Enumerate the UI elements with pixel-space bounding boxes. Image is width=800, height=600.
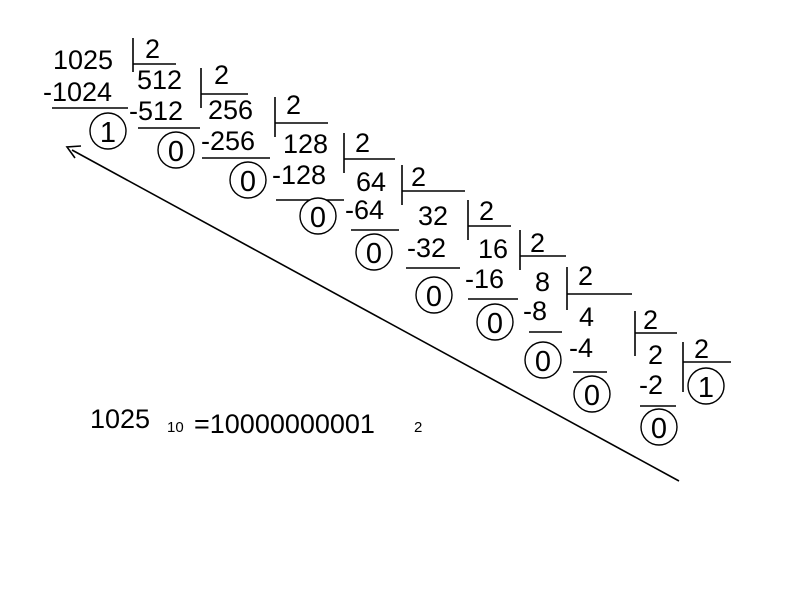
remainder-4: 0 bbox=[310, 202, 326, 234]
remainder-circle-3: 0 bbox=[229, 161, 267, 199]
subtrahend-64: -64 bbox=[345, 195, 384, 225]
subtrahend-128: -128 bbox=[272, 160, 326, 190]
subtrahend-4: -4 bbox=[569, 333, 593, 363]
division-step-1: 1025 2 -1024 1 bbox=[43, 34, 176, 150]
subtrahend-512: -512 bbox=[129, 96, 183, 126]
subtrahend-8: -8 bbox=[523, 296, 547, 326]
result-decimal: 1025 bbox=[90, 404, 150, 434]
quotient-8: 8 bbox=[535, 267, 550, 297]
subtrahend-1024: -1024 bbox=[43, 77, 112, 107]
quotient-64: 64 bbox=[356, 167, 386, 197]
remainder-10: 0 bbox=[651, 413, 667, 445]
remainder-8: 0 bbox=[535, 346, 551, 378]
remainder-circle-10: 0 bbox=[640, 408, 678, 446]
remainder-circle-1: 1 bbox=[89, 112, 127, 150]
result-decimal-base: 10 bbox=[167, 419, 184, 436]
divisor-1: 2 bbox=[145, 34, 160, 64]
remainder-circle-4: 0 bbox=[299, 197, 337, 235]
remainder-circle-7: 0 bbox=[476, 303, 514, 341]
remainder-5: 0 bbox=[366, 238, 382, 270]
divisor-7: 2 bbox=[530, 228, 545, 258]
quotient-512: 512 bbox=[137, 65, 182, 95]
quotient-2: 2 bbox=[648, 340, 663, 370]
divisor-6: 2 bbox=[479, 196, 494, 226]
division-step-10: 2 2 -2 0 1 bbox=[639, 334, 731, 446]
divisor-8: 2 bbox=[578, 261, 593, 291]
divisor-4: 2 bbox=[355, 128, 370, 158]
remainder-circle-2: 0 bbox=[157, 131, 195, 169]
division-step-2: 512 2 -512 0 bbox=[129, 60, 248, 169]
remainder-7: 0 bbox=[487, 308, 503, 340]
division-step-4: 128 2 -128 0 bbox=[272, 128, 395, 235]
result-binary: =10000000001 bbox=[194, 409, 375, 439]
subtrahend-2: -2 bbox=[639, 370, 663, 400]
divisor-10: 2 bbox=[694, 334, 709, 364]
divisor-2: 2 bbox=[214, 60, 229, 90]
remainder-2: 0 bbox=[168, 136, 184, 168]
quotient-128: 128 bbox=[283, 129, 328, 159]
remainder-circle-5: 0 bbox=[355, 233, 393, 271]
remainder-circle-8: 0 bbox=[524, 341, 562, 379]
division-step-6: 32 2 -32 0 bbox=[406, 196, 511, 314]
division-step-7: 16 2 -16 0 bbox=[465, 228, 566, 341]
remainder-circle-9: 0 bbox=[573, 375, 611, 413]
division-step-5: 64 2 -64 0 bbox=[345, 162, 465, 271]
division-step-9: 4 2 -4 0 bbox=[569, 302, 677, 413]
remainder-1: 1 bbox=[100, 117, 116, 149]
divisor-3: 2 bbox=[286, 90, 301, 120]
remainder-circle-6: 0 bbox=[415, 276, 453, 314]
remainder-9: 0 bbox=[584, 380, 600, 412]
division-step-8: 8 2 -8 0 bbox=[523, 261, 632, 379]
quotient-16: 16 bbox=[478, 234, 508, 264]
reading-direction-arrow bbox=[65, 145, 680, 482]
remainder-3: 0 bbox=[240, 166, 256, 198]
result-equation: 1025 10 =10000000001 2 bbox=[90, 404, 422, 439]
quotient-32: 32 bbox=[418, 201, 448, 231]
division-step-3: 256 2 -256 0 bbox=[201, 90, 328, 199]
subtrahend-256: -256 bbox=[201, 126, 255, 156]
subtrahend-32: -32 bbox=[407, 233, 446, 263]
result-binary-base: 2 bbox=[414, 419, 422, 436]
divisor-5: 2 bbox=[411, 162, 426, 192]
quotient-256: 256 bbox=[208, 95, 253, 125]
dividend-1025: 1025 bbox=[53, 45, 113, 75]
remainder-6: 0 bbox=[426, 281, 442, 313]
subtrahend-16: -16 bbox=[465, 264, 504, 294]
quotient-4: 4 bbox=[579, 302, 594, 332]
final-quotient-circle: 1 bbox=[687, 367, 725, 405]
divisor-9: 2 bbox=[643, 305, 658, 335]
final-quotient: 1 bbox=[698, 372, 714, 404]
